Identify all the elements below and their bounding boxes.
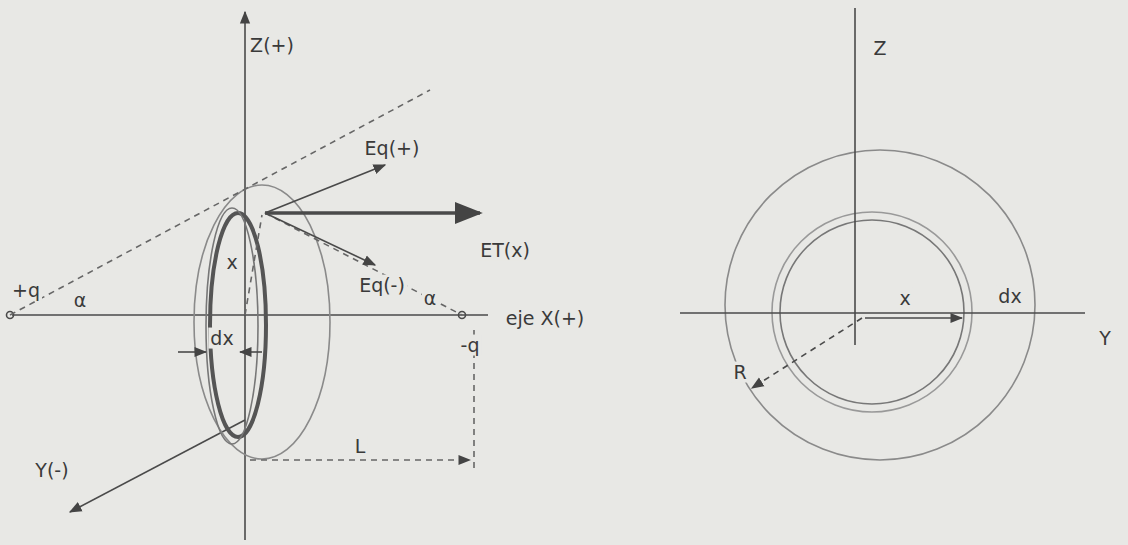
radius-label: R [731,362,748,383]
disk-outline [194,185,330,459]
field-negative-vector [265,213,375,265]
ring-outer [772,212,972,412]
x-axis [12,314,488,316]
distance-label: x [224,252,239,273]
dx-arrow [240,351,262,353]
disk-front [725,150,1035,460]
distance-l [250,459,470,461]
field-label: ET(x) [478,240,532,261]
distance-label: x [897,288,912,309]
z-axis-front [854,8,856,345]
distance-label: L [353,436,368,457]
axis-label: Z(+) [248,35,296,56]
axis-label: Y [1097,328,1113,349]
distance-label: dx [996,286,1023,307]
ring-outer-edge [206,208,258,444]
dx-arrow [178,351,206,353]
charge-label: -q [459,335,482,356]
field-label: Eq(-) [357,275,407,296]
angle-label: α [422,288,439,309]
radius-x-arrow [865,317,962,319]
line-to-negative [265,213,462,315]
y-axis [70,420,245,512]
distance-label: dx [208,328,235,349]
axis-label: eje X(+) [504,308,586,329]
angle-label: α [72,290,89,311]
total-field-vector [265,211,480,215]
axis-label: Y(-) [33,460,70,481]
ring-inner [780,220,964,404]
line-from-positive [10,90,430,315]
axis-label: Z [871,38,888,59]
field-label: Eq(+) [363,138,422,159]
charge-label: +q [10,280,42,301]
radius-x [245,215,262,315]
z-axis [244,12,246,540]
field-positive-vector [265,165,385,213]
y-axis-front [680,312,1085,314]
radius-r [752,318,862,388]
